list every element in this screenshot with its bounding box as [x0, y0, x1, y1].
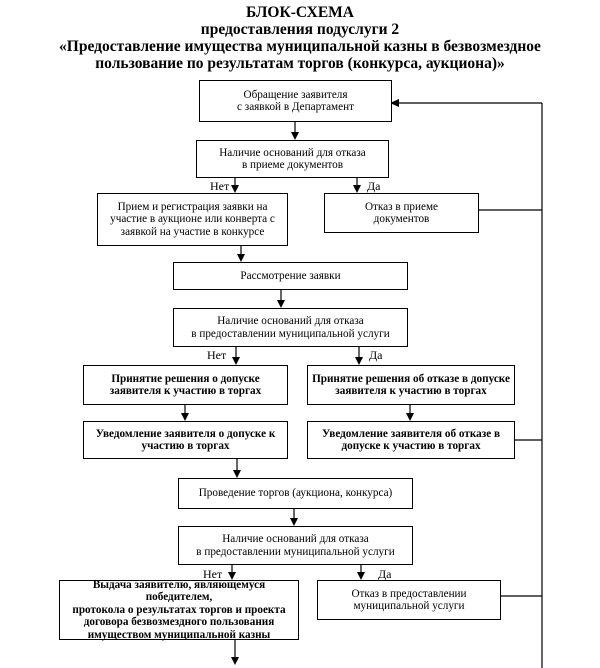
yes-label-2: Да: [369, 348, 383, 362]
notify-admit-box: Уведомление заявителя о допуске к участи…: [83, 421, 288, 459]
appeal-box: Обращение заявителя с заявкой в Департам…: [199, 80, 392, 122]
review-application-box: Рассмотрение заявки: [173, 262, 408, 290]
check-documents-box: Наличие оснований для отказа в приеме до…: [196, 140, 389, 178]
diagram-heading-line-1: «Предоставление имущества муниципальной …: [59, 38, 541, 55]
yes-label-1: Да: [367, 179, 381, 193]
issue-contract-box: Выдача заявителю, являющемуся победителе…: [59, 579, 299, 641]
refuse-service-box: Отказ в предоставлении муниципальной усл…: [317, 580, 501, 620]
admit-decision-box: Принятие решения о допуске заявителя к у…: [83, 365, 288, 405]
deny-decision-box: Принятие решения об отказе в допуске зая…: [307, 365, 515, 405]
no-label-1: Нет: [210, 179, 230, 193]
auction-box: Проведение торгов (аукциона, конкурса): [178, 478, 413, 509]
check-service-box: Наличие оснований для отказа в предостав…: [173, 308, 408, 347]
no-label-2: Нет: [207, 348, 227, 362]
diagram-subtitle: предоставления подуслуги 2: [200, 21, 400, 38]
yes-label-3: Да: [378, 567, 392, 581]
diagram-title: БЛОК-СХЕМА: [245, 4, 354, 21]
register-application-box: Прием и регистрация заявки на участие в …: [97, 193, 288, 246]
check-final-box: Наличие оснований для отказа в предостав…: [178, 526, 413, 565]
diagram-heading-line-2: пользование по результатам торгов (конку…: [95, 55, 505, 72]
no-label-3: Нет: [203, 567, 223, 581]
refuse-documents-box: Отказ в приеме документов: [324, 193, 479, 233]
notify-deny-box: Уведомление заявителя об отказе в допуск…: [307, 421, 515, 459]
